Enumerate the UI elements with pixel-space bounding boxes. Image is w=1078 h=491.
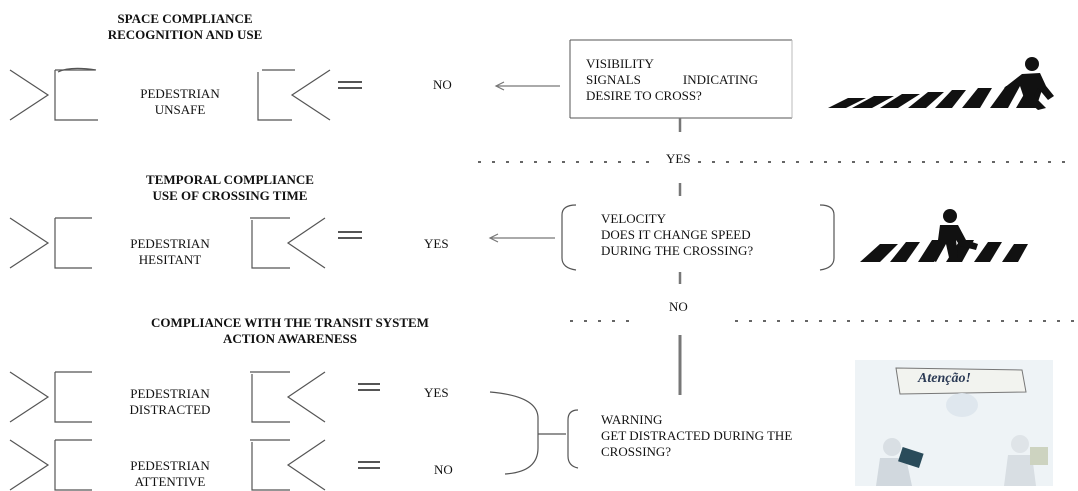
warning-sign-illustration: [855, 360, 1053, 486]
state-attentive-line2: ATTENTIVE: [134, 474, 206, 489]
question-visibility-line2b: INDICATING: [682, 72, 758, 87]
warning-sign-text: Atenção!: [918, 371, 971, 386]
state-symbol-hesitant: [9, 217, 362, 269]
heading-transit-line2: ACTION AWARENESS: [222, 331, 357, 346]
question-warning-line2: GET DISTRACTED DURING THE: [601, 428, 793, 443]
join-bracket: [489, 391, 579, 475]
question-visibility: VISIBILITY SIGNALS INDICATING DESIRE TO …: [586, 56, 758, 104]
question-velocity-line3: DURING THE CROSSING?: [601, 243, 754, 258]
state-hesitant: PEDESTRIAN HESITANT: [110, 236, 230, 268]
crosswalk-hesitant-icon: [860, 209, 1028, 262]
state-unsafe-line2: UNSAFE: [154, 102, 206, 117]
question-warning-line1: WARNING: [601, 412, 663, 427]
arrow-velocity-to-yes: [488, 233, 555, 243]
state-distracted-line2: DISTRACTED: [129, 402, 211, 417]
question-visibility-line2: SIGNALS INDICATING: [586, 72, 758, 88]
state-symbol-attentive: [9, 439, 380, 491]
heading-space-line1: SPACE COMPLIANCE: [117, 11, 253, 26]
answer-unsafe: NO: [433, 77, 452, 92]
answer-attentive: NO: [434, 462, 453, 477]
state-unsafe: PEDESTRIAN UNSAFE: [120, 86, 240, 118]
heading-temporal-line1: TEMPORAL COMPLIANCE: [146, 172, 314, 187]
question-warning-line3: CROSSING?: [601, 444, 672, 459]
state-hesitant-line1: PEDESTRIAN: [130, 236, 210, 251]
answer-hesitant: YES: [424, 236, 449, 251]
heading-transit-line1: COMPLIANCE WITH THE TRANSIT SYSTEM: [151, 315, 429, 330]
heading-transit-compliance: COMPLIANCE WITH THE TRANSIT SYSTEM ACTIO…: [100, 315, 480, 347]
question-velocity-line1: VELOCITY: [601, 211, 666, 226]
state-distracted: PEDESTRIAN DISTRACTED: [110, 386, 230, 418]
state-distracted-line1: PEDESTRIAN: [130, 386, 210, 401]
heading-temporal-compliance: TEMPORAL COMPLIANCE USE OF CROSSING TIME: [100, 172, 360, 204]
state-hesitant-line2: HESITANT: [138, 252, 202, 267]
state-symbol-unsafe: [9, 67, 362, 121]
heading-space-line2: RECOGNITION AND USE: [107, 27, 263, 42]
flow-no-label: NO: [669, 299, 688, 314]
answer-distracted: YES: [424, 385, 449, 400]
crosswalk-walker-icon: [828, 57, 1054, 110]
state-attentive-line1: PEDESTRIAN: [130, 458, 210, 473]
state-unsafe-line1: PEDESTRIAN: [140, 86, 220, 101]
question-warning: WARNING GET DISTRACTED DURING THE CROSSI…: [601, 412, 792, 460]
question-velocity-line2: DOES IT CHANGE SPEED: [601, 227, 751, 242]
question-visibility-line3: DESIRE TO CROSS?: [586, 88, 702, 103]
flow-yes-label: YES: [666, 151, 691, 166]
state-attentive: PEDESTRIAN ATTENTIVE: [110, 458, 230, 490]
question-velocity: VELOCITY DOES IT CHANGE SPEED DURING THE…: [601, 211, 753, 259]
heading-temporal-line2: USE OF CROSSING TIME: [152, 188, 308, 203]
velocity-box: [561, 204, 835, 271]
question-visibility-line1: VISIBILITY: [586, 56, 654, 71]
arrow-visibility-to-no: [494, 81, 560, 91]
question-visibility-line2a: SIGNALS: [586, 72, 641, 87]
state-symbol-distracted: [9, 371, 380, 423]
heading-space-compliance: SPACE COMPLIANCE RECOGNITION AND USE: [60, 11, 310, 43]
